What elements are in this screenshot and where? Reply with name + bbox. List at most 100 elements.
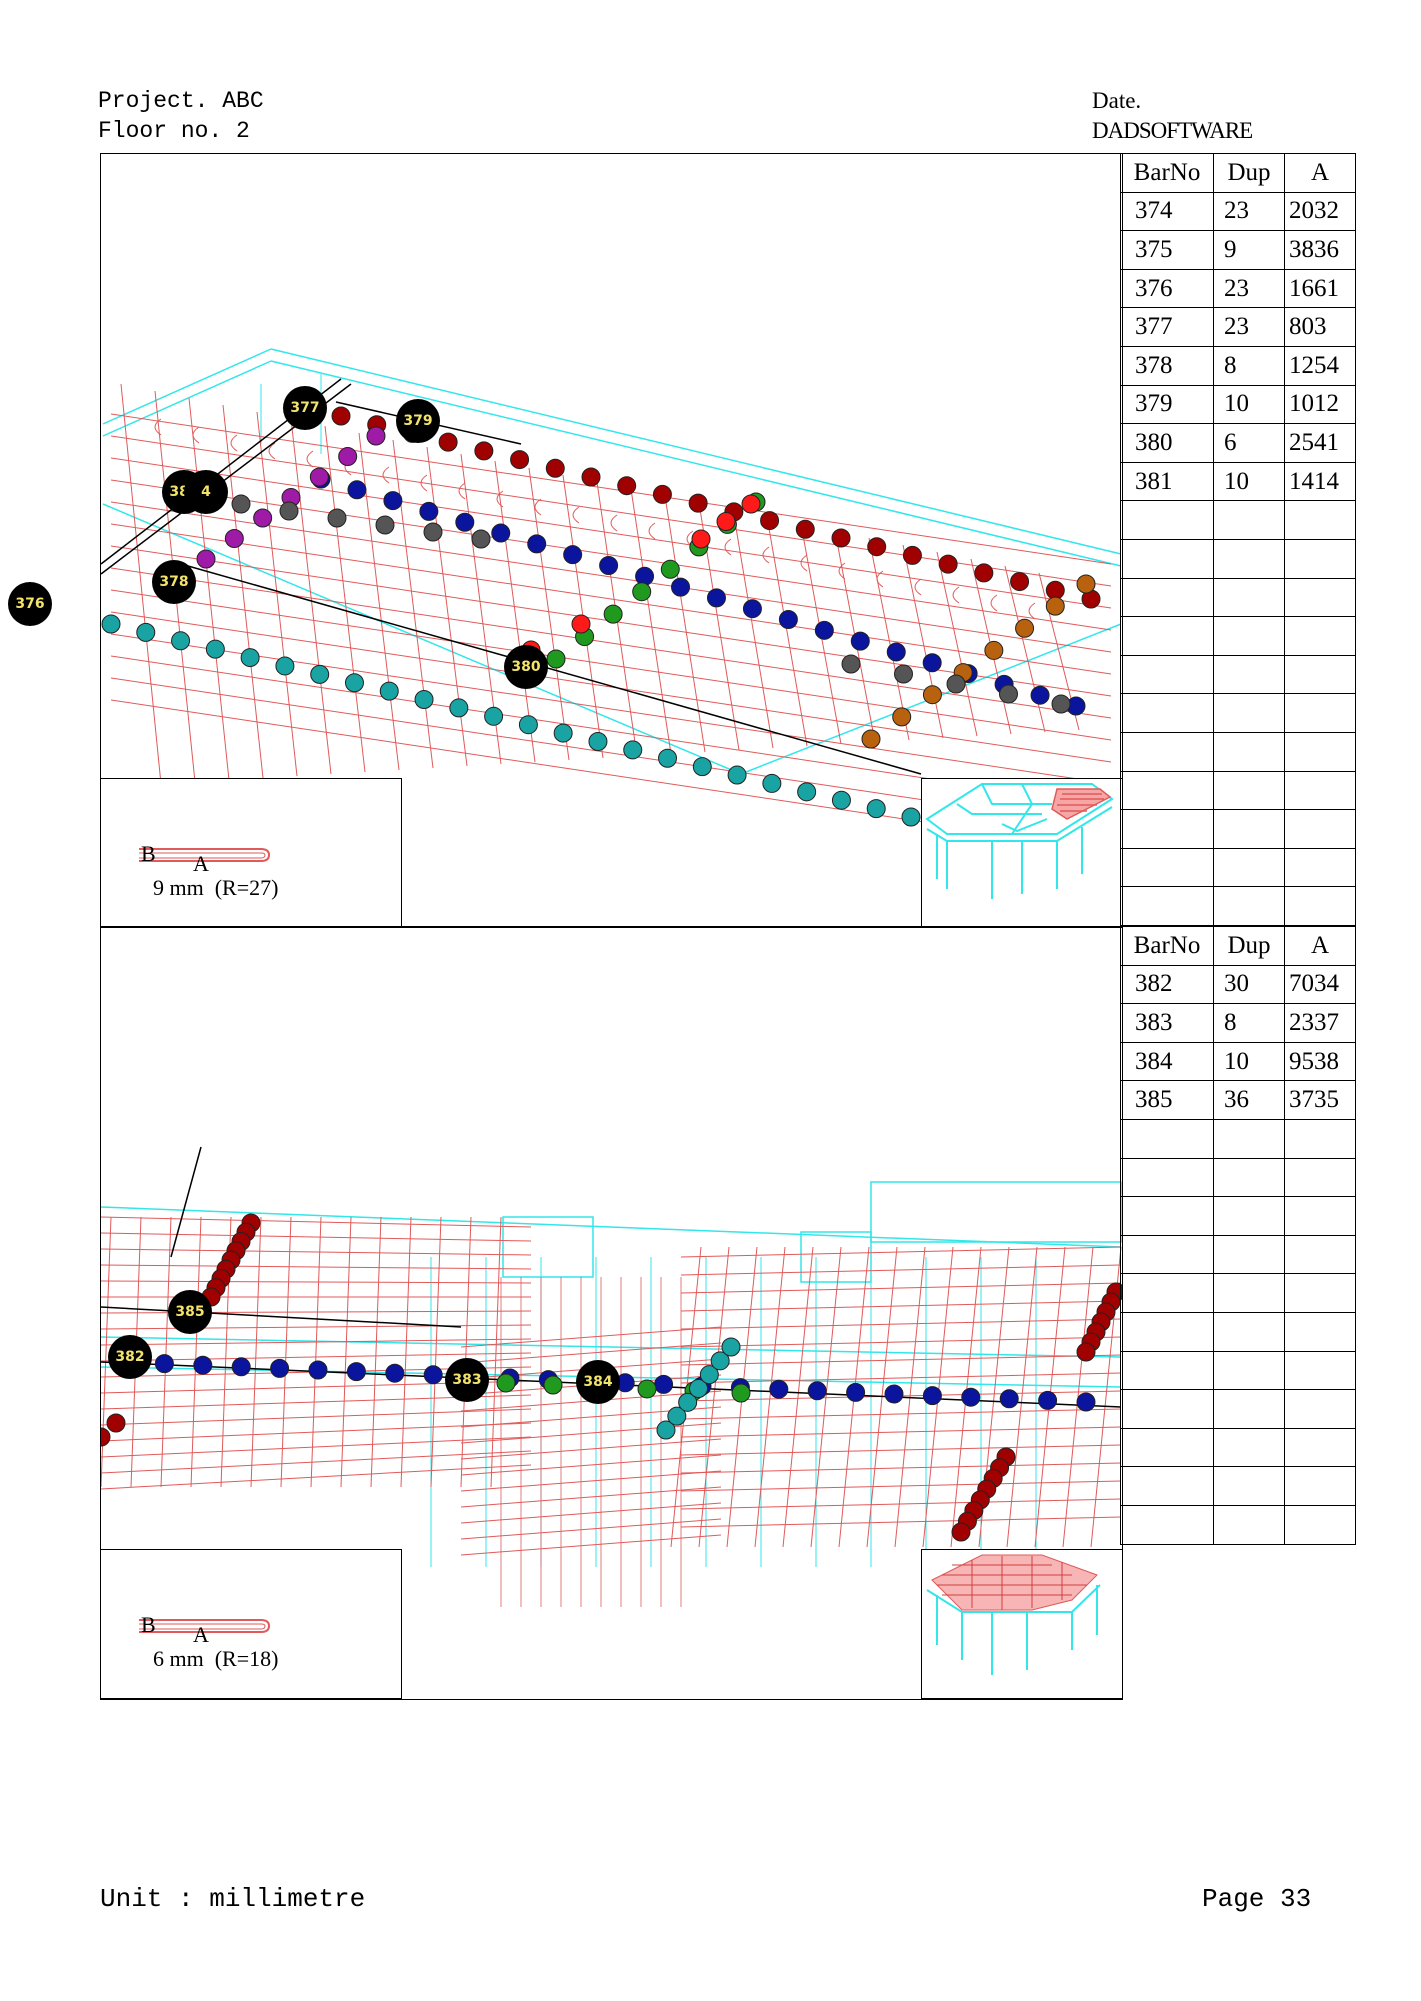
bar-dot	[338, 447, 358, 466]
table-row-empty	[1120, 654, 1356, 695]
rebar-line	[680, 1426, 1122, 1438]
table-cell	[1120, 1427, 1214, 1468]
rebar-hook	[724, 538, 732, 556]
rebar-line	[680, 1372, 1122, 1384]
table-cell	[1213, 770, 1285, 811]
rebar-line	[460, 1518, 722, 1540]
structure-thumbnail-1	[921, 778, 1123, 928]
project-label: Project. ABC	[98, 88, 264, 114]
bar-dot	[656, 1420, 676, 1440]
floor-label: Floor no. 2	[98, 118, 250, 144]
table-cell	[1213, 538, 1285, 579]
table-cell	[1120, 1196, 1214, 1236]
bar-dot	[455, 512, 475, 532]
table-cell	[1284, 616, 1356, 656]
table-cell	[1213, 847, 1285, 888]
table-cell	[1213, 1234, 1285, 1275]
bar-dot	[383, 491, 403, 511]
bar-shape-icon	[139, 1619, 271, 1633]
bar-marker: 380	[504, 645, 548, 689]
rebar-line	[664, 495, 706, 753]
table-row-empty	[1120, 616, 1356, 656]
frame-line	[102, 503, 742, 775]
bar-marker: 382	[108, 1335, 152, 1379]
table-row-empty	[1120, 847, 1356, 888]
bar-dot	[667, 1406, 687, 1426]
bar-marker: 378	[152, 560, 196, 604]
bar-dot	[1045, 580, 1065, 600]
bar-marker: 383	[445, 1358, 489, 1402]
table-cell: 374	[1120, 191, 1214, 232]
rebar-line	[460, 1216, 472, 1488]
bar-dot	[1076, 1392, 1096, 1412]
rebar-line	[732, 509, 774, 749]
bar-dot	[951, 1522, 971, 1542]
bar-dot	[831, 528, 851, 548]
rebar-hook	[572, 506, 580, 524]
rebar-hook	[762, 546, 770, 564]
rebar-line	[110, 479, 1112, 631]
rebar-line	[290, 418, 332, 775]
table-cell: 23	[1213, 307, 1285, 347]
bar-dot	[414, 690, 434, 710]
rebar-line	[101, 1422, 532, 1442]
rebar-line	[101, 1280, 532, 1284]
bar-dot	[231, 494, 251, 514]
rebar-line	[460, 1342, 722, 1364]
table-row-empty	[1120, 1504, 1356, 1545]
table-row-empty	[1120, 538, 1356, 579]
bar-dot	[922, 653, 942, 673]
drawing-line	[170, 1146, 202, 1258]
bar-label-a: A	[193, 851, 209, 876]
table-row-empty	[1120, 886, 1356, 926]
bar-dot	[974, 563, 994, 583]
structure-thumbnail-icon	[926, 1554, 1101, 1675]
rebar-line	[680, 1462, 1122, 1474]
rebar-hook	[534, 498, 542, 516]
rebar-line	[101, 1436, 532, 1458]
table-cell: 379	[1120, 384, 1214, 425]
rebar-line	[222, 404, 264, 779]
table-cell	[1284, 1466, 1356, 1506]
bar-dot	[688, 493, 708, 513]
rebar-line	[680, 1246, 1122, 1258]
bar-dot	[231, 1357, 251, 1377]
bar-dot	[385, 1363, 405, 1383]
table-cell	[1213, 1196, 1285, 1236]
table-row-empty	[1120, 1466, 1356, 1506]
rebar-hook	[648, 522, 656, 540]
rebar-line	[630, 488, 672, 755]
rebar-line	[680, 1444, 1122, 1456]
frame-line	[102, 360, 272, 437]
table-row-empty	[1120, 1234, 1356, 1275]
table-cell	[1284, 1118, 1356, 1159]
bar-dot	[1010, 572, 1030, 592]
bar-dot	[1045, 596, 1065, 616]
bar-shape-legend-1: B A 9 mm (R=27)	[100, 778, 402, 928]
bar-dot	[344, 673, 364, 693]
bar-dot	[689, 1379, 708, 1398]
bar-dot	[814, 620, 834, 640]
table-cell: 3735	[1284, 1080, 1356, 1120]
rebar-line	[250, 1216, 262, 1488]
bar-dot	[846, 1382, 866, 1402]
bar-shape-legend-2: B A 6 mm (R=18)	[100, 1549, 402, 1699]
frame-line	[270, 348, 1122, 555]
bar-dot	[699, 1365, 719, 1385]
rebar-line	[101, 1464, 532, 1490]
bar-marker: 376	[8, 582, 52, 626]
bar-dot	[346, 1362, 366, 1382]
bar-dot	[1051, 694, 1071, 714]
bar-dot	[710, 1351, 730, 1371]
table-cell	[1284, 1157, 1356, 1198]
table-row-empty	[1120, 731, 1356, 772]
rebar-line	[460, 1326, 722, 1348]
rebar-line	[680, 1354, 1122, 1366]
table-cell	[1213, 1273, 1285, 1313]
bar-dot	[484, 706, 504, 726]
rebar-line	[190, 1216, 202, 1488]
